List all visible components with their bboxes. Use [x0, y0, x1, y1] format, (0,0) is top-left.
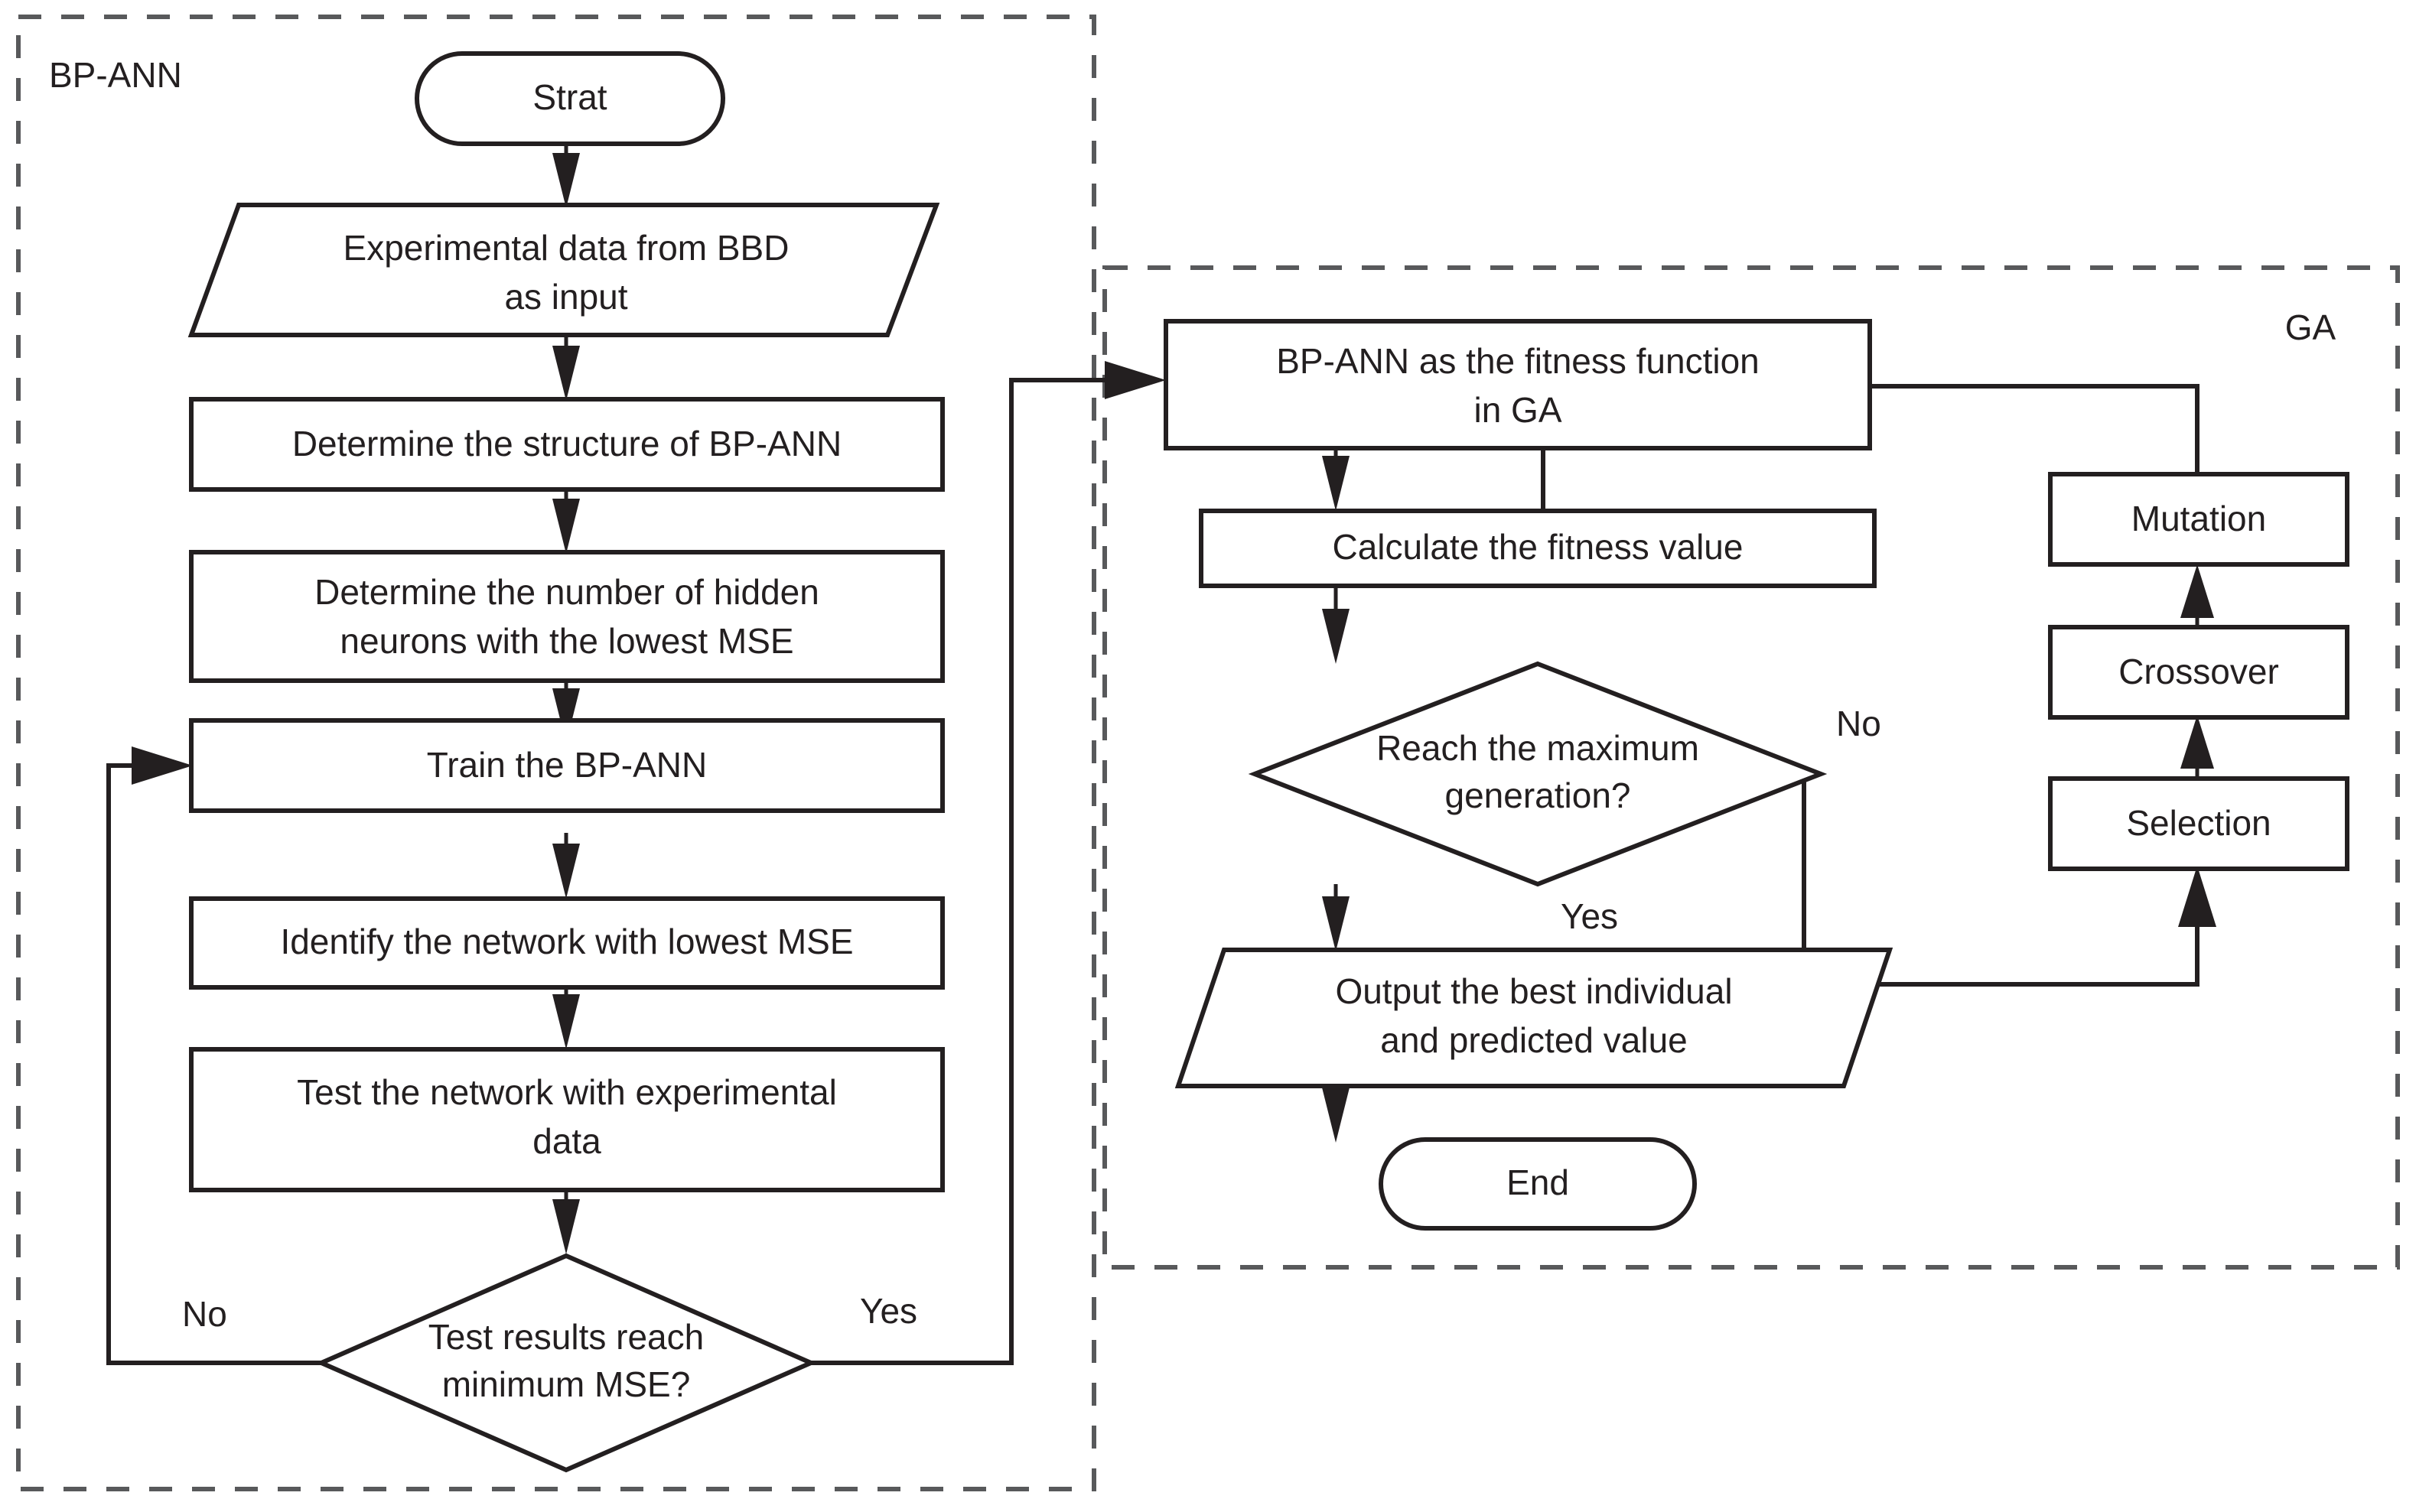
node-determine-hidden-label-line2: neurons with the lowest MSE — [340, 621, 793, 661]
arrowhead-input-to-struct — [552, 346, 580, 401]
edge-label-mse-no: No — [182, 1294, 227, 1334]
node-determine-hidden-neurons[interactable]: Determine the number of hidden neurons w… — [189, 550, 945, 683]
node-test-label-line2: data — [532, 1121, 601, 1161]
node-end-label: End — [1506, 1162, 1569, 1202]
node-start-label: Strat — [532, 77, 607, 117]
connector-mse-no-loop — [106, 763, 321, 1365]
edge-label-mse-yes: Yes — [860, 1291, 917, 1331]
arrowhead-identify-to-test — [552, 994, 580, 1049]
arrowhead-train-to-identify — [552, 844, 580, 899]
node-determine-structure-label: Determine the structure of BP-ANN — [292, 424, 842, 463]
arrowhead-output-to-end — [1322, 1088, 1350, 1143]
node-mutation[interactable]: Mutation — [2048, 472, 2349, 567]
node-output-label-line1: Output the best individual — [1335, 971, 1732, 1011]
connector-mse-yes-to-fitness — [811, 378, 1115, 1365]
group-bp-ann-boundary — [16, 15, 1096, 1491]
node-mutation-label: Mutation — [2131, 499, 2266, 538]
arrowhead-selection-to-crossover — [2180, 715, 2214, 769]
node-fitness-label-line1: BP-ANN as the fitness function — [1276, 341, 1760, 381]
node-output-label-line2: and predicted value — [1380, 1020, 1688, 1060]
node-calc-fitness-label: Calculate the fitness value — [1333, 527, 1744, 567]
node-test-label-line1: Test the network with experimental — [297, 1072, 837, 1112]
node-fitness-function[interactable]: BP-ANN as the fitness function in GA — [1164, 319, 1872, 450]
node-start[interactable]: Strat — [415, 51, 725, 146]
node-selection-label: Selection — [2126, 803, 2271, 843]
node-calculate-fitness[interactable]: Calculate the fitness value — [1199, 509, 1877, 588]
node-decision-max-generation[interactable]: Reach the maximum generation? — [1248, 661, 1828, 887]
node-end[interactable]: End — [1379, 1137, 1697, 1231]
node-determine-structure[interactable]: Determine the structure of BP-ANN — [189, 397, 945, 492]
group-ga-boundary — [1102, 265, 2400, 1270]
node-decision-min-mse[interactable]: Test results reach minimum MSE? — [315, 1253, 817, 1473]
arrowhead-mse-yes-into-fitness — [1105, 361, 1166, 399]
node-input-data-label-line1: Experimental data from BBD — [344, 228, 790, 268]
node-identify-label: Identify the network with lowest MSE — [280, 922, 853, 961]
arrowhead-fitness-to-calc — [1322, 456, 1350, 511]
arrowhead-struct-to-hidden — [552, 499, 580, 554]
edge-label-gen-no: No — [1836, 704, 1881, 743]
arrowhead-mse-no-into-train — [132, 746, 193, 785]
node-train-bp-ann[interactable]: Train the BP-ANN — [189, 718, 945, 813]
node-output-best-individual[interactable]: Output the best individual and predicted… — [1174, 948, 1893, 1088]
arrowhead-crossover-to-mutation — [2180, 564, 2214, 618]
node-decision-gen-label-line1: Reach the maximum — [1376, 728, 1699, 768]
node-crossover-label: Crossover — [2118, 652, 2279, 691]
arrowhead-hidden-to-train — [552, 688, 580, 743]
node-crossover[interactable]: Crossover — [2048, 625, 2349, 720]
node-decision-gen-label-line2: generation? — [1445, 776, 1631, 815]
group-label-ga: GA — [2285, 307, 2336, 347]
node-decision-mse-label-line1: Test results reach — [428, 1317, 704, 1357]
node-fitness-label-line2: in GA — [1473, 390, 1561, 430]
node-train-label: Train the BP-ANN — [427, 745, 707, 785]
node-decision-mse-label-line2: minimum MSE? — [442, 1364, 691, 1404]
node-test-network[interactable]: Test the network with experimental data — [189, 1047, 945, 1192]
arrowhead-test-to-decision — [552, 1199, 580, 1254]
node-identify-network[interactable]: Identify the network with lowest MSE — [189, 896, 945, 990]
edge-label-gen-yes: Yes — [1561, 896, 1618, 936]
node-input-data-label-line2: as input — [504, 277, 627, 317]
arrowhead-gen-yes-to-output — [1322, 896, 1350, 951]
node-selection[interactable]: Selection — [2048, 776, 2349, 871]
arrowhead-start-to-input — [552, 153, 580, 208]
node-determine-hidden-label-line1: Determine the number of hidden — [314, 572, 819, 612]
group-label-bp-ann: BP-ANN — [49, 55, 182, 95]
arrowhead-calc-to-decision — [1322, 609, 1350, 664]
arrowhead-no-into-selection — [2178, 866, 2216, 927]
node-input-data[interactable]: Experimental data from BBD as input — [187, 203, 940, 337]
